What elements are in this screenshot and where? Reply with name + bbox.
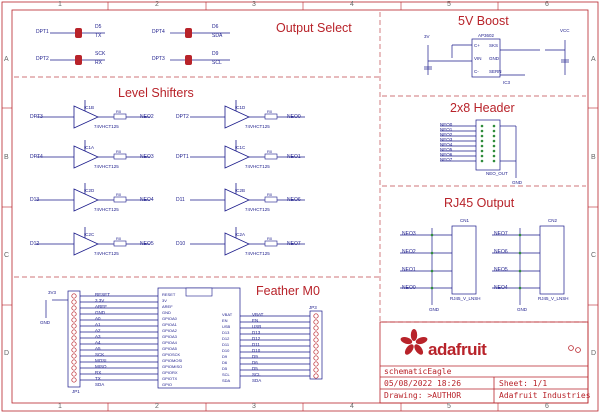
zone-col-5-bottom: 5	[447, 403, 451, 410]
zone-row-d-right: D	[591, 350, 597, 357]
zone-row-b-right: B	[591, 154, 596, 161]
zone-col-5: 5	[447, 1, 451, 8]
zone-col-3-bottom: 3	[252, 403, 256, 410]
zone-row-a: A	[4, 56, 9, 63]
zone-col-4-bottom: 4	[350, 403, 354, 410]
zone-row-c-right: C	[591, 252, 597, 259]
sheet-name: schematicEagle	[384, 367, 452, 376]
date-field: 05/08/2022 18:26	[384, 379, 462, 388]
zone-col-3: 3	[252, 1, 256, 8]
zone-col-6-bottom: 6	[545, 403, 549, 410]
zone-row-a-right: A	[591, 56, 596, 63]
zone-col-2: 2	[155, 1, 159, 8]
zone-col-6: 6	[545, 1, 549, 8]
section-title-5v-boost: 5V Boost	[458, 14, 509, 28]
section-title-2x8-header: 2x8 Header	[450, 101, 515, 115]
zone-col-4: 4	[350, 1, 354, 8]
section-title-rj45-output: RJ45 Output	[444, 196, 515, 210]
zone-row-d: D	[4, 350, 10, 357]
zone-col-2-bottom: 2	[155, 403, 159, 410]
section-title-level-shifters: Level Shifters	[118, 86, 194, 100]
company-name: Adafruit Industries	[499, 391, 591, 400]
adafruit-logo: adafruit	[428, 340, 487, 359]
zone-col-1-bottom: 1	[58, 403, 62, 410]
sheet-number: Sheet: 1/1	[499, 379, 548, 388]
zone-row-c: C	[4, 252, 10, 259]
section-title-output-select: Output Select	[276, 21, 352, 35]
section-title-feather-m0: Feather M0	[256, 284, 320, 298]
zone-row-b: B	[4, 154, 9, 161]
zone-col-1: 1	[58, 1, 62, 8]
drawing-author: Drawing: >AUTHOR	[384, 391, 462, 400]
